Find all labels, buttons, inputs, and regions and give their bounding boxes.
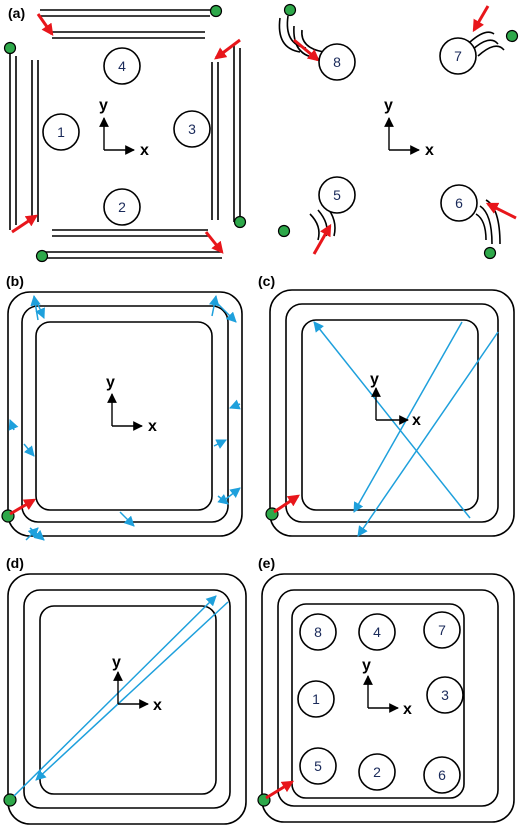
axes-a-left: y x bbox=[99, 97, 149, 159]
input-arrow bbox=[293, 38, 320, 62]
port-dot bbox=[277, 224, 291, 238]
input-arrow bbox=[485, 202, 517, 220]
input-arrow bbox=[273, 494, 300, 514]
panel-d: (d) y x bbox=[3, 555, 247, 825]
panel-b: (b) y x bbox=[1, 273, 243, 541]
svg-text:3: 3 bbox=[441, 687, 449, 703]
port-dot bbox=[283, 3, 297, 17]
panel-c: (c) y x bbox=[258, 273, 515, 537]
circle-e-8: 8 bbox=[299, 613, 337, 651]
axes-e: y x bbox=[362, 657, 412, 718]
port-dot bbox=[3, 41, 17, 55]
axes-a-right: y x bbox=[384, 97, 434, 159]
axes-d: y x bbox=[112, 654, 162, 714]
circle-e-3: 3 bbox=[426, 676, 464, 714]
svg-text:y: y bbox=[112, 654, 121, 671]
port-dot bbox=[505, 29, 519, 43]
circle-e-2: 2 bbox=[358, 753, 396, 791]
svg-text:7: 7 bbox=[438, 622, 446, 638]
axes-c: y x bbox=[370, 371, 421, 429]
panel-label-e: (e) bbox=[258, 555, 275, 571]
circle-2: 2 bbox=[103, 188, 141, 226]
svg-text:2: 2 bbox=[373, 764, 381, 780]
svg-text:y: y bbox=[362, 657, 371, 674]
circle-e-1: 1 bbox=[297, 680, 335, 718]
port-dot bbox=[483, 246, 497, 260]
input-arrow bbox=[472, 5, 490, 33]
svg-text:4: 4 bbox=[118, 58, 126, 74]
panel-label-c: (c) bbox=[258, 273, 275, 289]
circle-e-5: 5 bbox=[299, 747, 337, 785]
input-arrow bbox=[36, 13, 54, 36]
svg-text:1: 1 bbox=[312, 691, 320, 707]
panel-label-a: (a) bbox=[8, 5, 25, 21]
circle-5: 5 bbox=[318, 176, 356, 214]
svg-text:x: x bbox=[412, 412, 421, 429]
bend-7 bbox=[469, 5, 519, 57]
bend-8 bbox=[278, 3, 325, 62]
svg-text:x: x bbox=[148, 418, 157, 435]
svg-text:6: 6 bbox=[438, 767, 446, 783]
bend-5 bbox=[277, 205, 336, 255]
input-arrow bbox=[214, 38, 241, 60]
circle-8: 8 bbox=[318, 43, 356, 81]
panel-label-b: (b) bbox=[6, 273, 24, 289]
svg-text:y: y bbox=[384, 97, 393, 114]
input-arrow bbox=[312, 223, 332, 255]
circle-1: 1 bbox=[42, 113, 80, 151]
axes-b: y x bbox=[106, 374, 157, 435]
panel-a: (a) bbox=[3, 3, 519, 263]
svg-text:x: x bbox=[153, 697, 162, 714]
diagonal-paths bbox=[13, 595, 229, 797]
svg-text:6: 6 bbox=[455, 195, 463, 211]
svg-text:y: y bbox=[106, 374, 115, 391]
svg-text:y: y bbox=[370, 371, 379, 388]
input-arrow bbox=[204, 231, 224, 254]
svg-text:y: y bbox=[99, 97, 108, 114]
circle-6: 6 bbox=[440, 184, 478, 222]
circle-3: 3 bbox=[173, 110, 211, 148]
port-dot bbox=[3, 793, 17, 807]
port-dot bbox=[233, 215, 247, 229]
waveguide-top bbox=[36, 4, 223, 39]
svg-text:8: 8 bbox=[333, 54, 341, 70]
bend-6 bbox=[475, 199, 517, 260]
svg-text:5: 5 bbox=[333, 187, 341, 203]
circle-4: 4 bbox=[103, 47, 141, 85]
panel-e: (e) 8 4 7 1 3 5 2 6 y x bbox=[257, 555, 515, 823]
svg-text:x: x bbox=[425, 142, 434, 159]
port-dot bbox=[35, 249, 49, 263]
svg-text:8: 8 bbox=[314, 624, 322, 640]
input-arrow bbox=[9, 498, 37, 516]
waveguide-left bbox=[3, 41, 39, 234]
svg-text:2: 2 bbox=[118, 199, 126, 215]
svg-text:x: x bbox=[140, 142, 149, 159]
svg-text:1: 1 bbox=[57, 124, 65, 140]
svg-text:7: 7 bbox=[454, 48, 462, 64]
panel-label-d: (d) bbox=[6, 555, 24, 571]
circle-7: 7 bbox=[439, 37, 477, 75]
svg-text:x: x bbox=[403, 701, 412, 718]
svg-text:4: 4 bbox=[373, 624, 381, 640]
diagonal-paths bbox=[313, 321, 499, 537]
circle-e-4: 4 bbox=[358, 613, 396, 651]
bounce-arrows bbox=[8, 294, 241, 541]
svg-text:3: 3 bbox=[188, 121, 196, 137]
waveguide-right bbox=[211, 38, 247, 229]
circle-e-7: 7 bbox=[423, 611, 461, 649]
circle-e-6: 6 bbox=[423, 756, 461, 794]
waveguide-bottom bbox=[35, 229, 224, 263]
port-dot bbox=[209, 4, 223, 18]
svg-text:5: 5 bbox=[314, 758, 322, 774]
input-arrow bbox=[265, 780, 295, 800]
input-arrow bbox=[11, 214, 38, 234]
